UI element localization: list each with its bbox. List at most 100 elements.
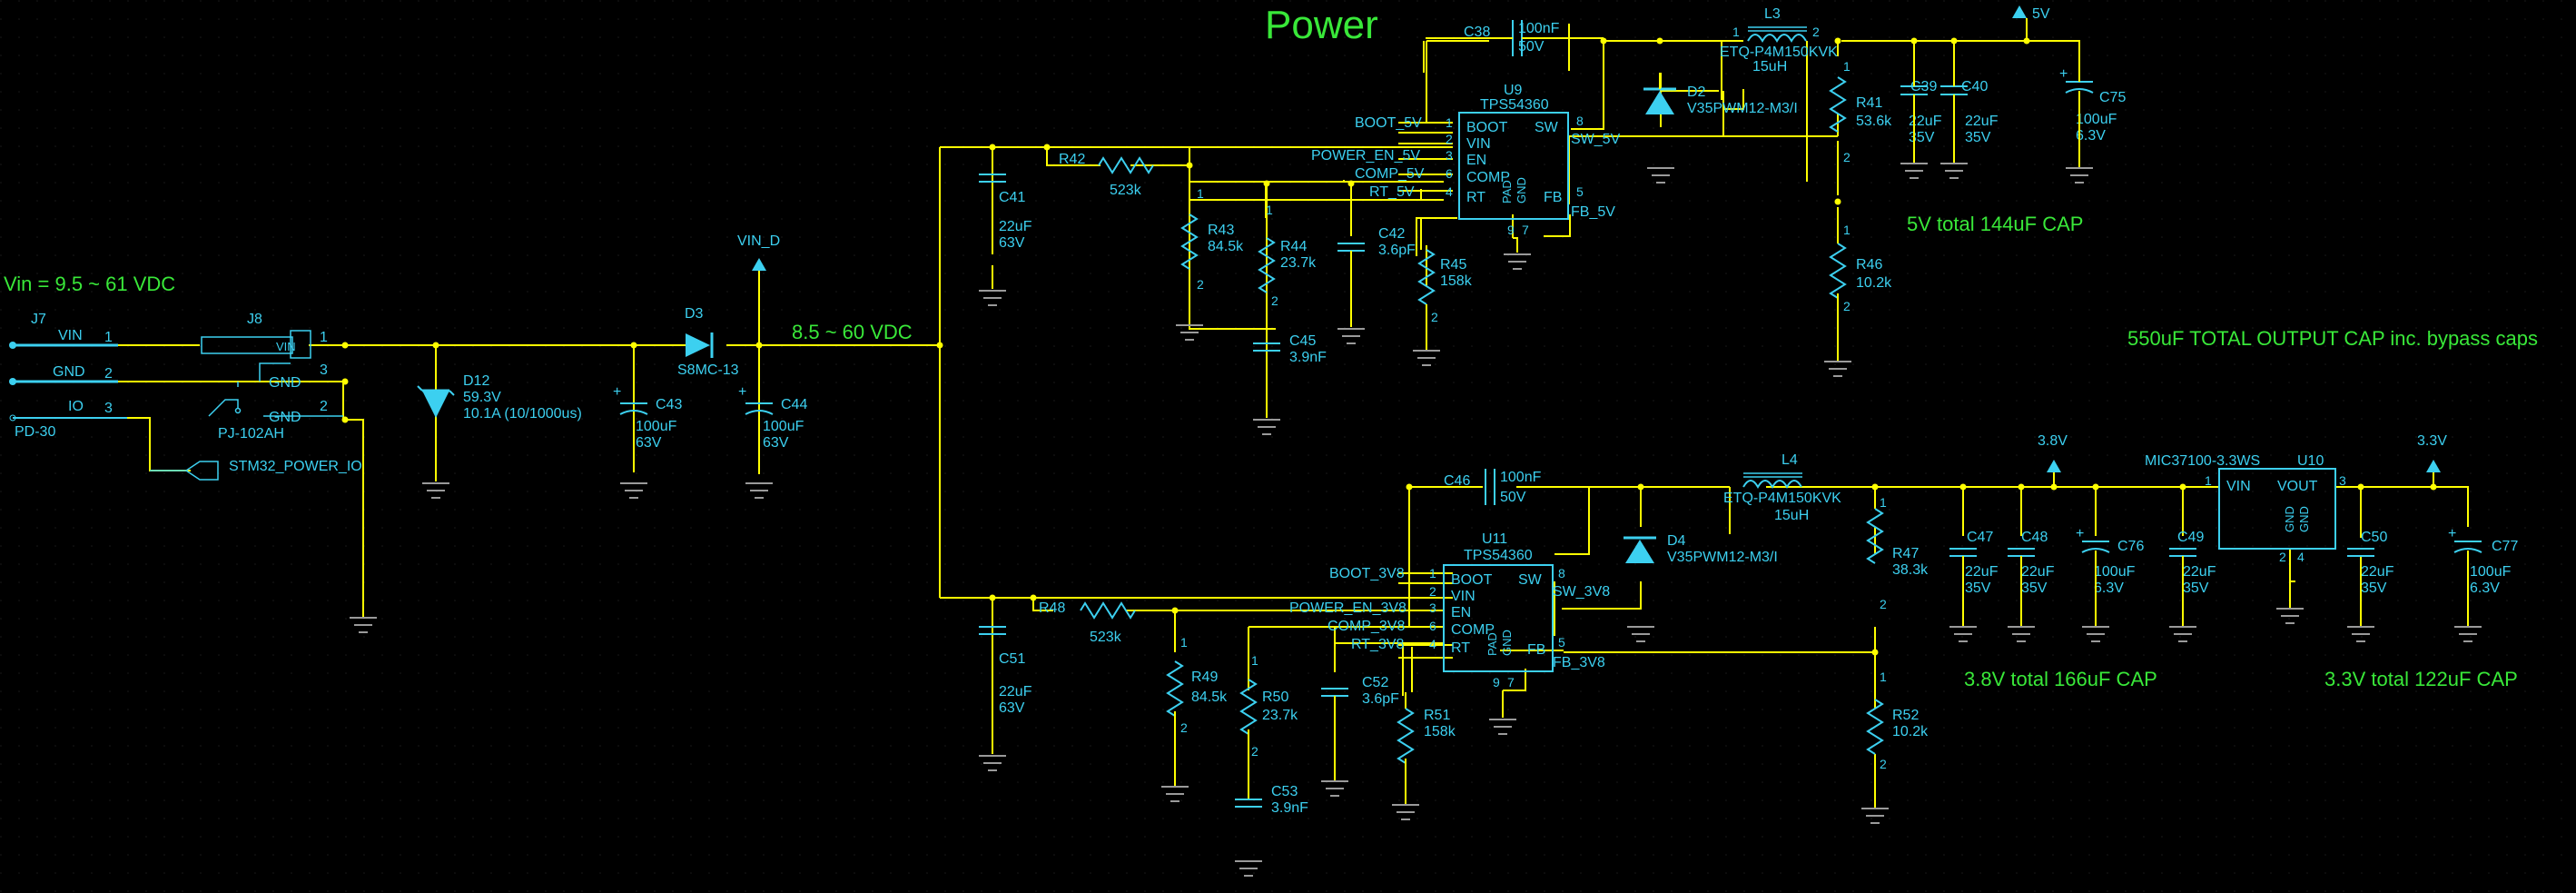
diode-d4[interactable]: D4 V35PWM12-M3/I	[1624, 533, 1778, 565]
vin-d-label: VIN_D	[737, 233, 780, 249]
resistor-r47[interactable]: 1 2 R47 38.3k	[1866, 495, 1929, 611]
capacitor-c48[interactable]: C48 22uF 35V	[2008, 530, 2055, 596]
capacitor-c39[interactable]: C39 22uF 35V	[1900, 79, 1942, 145]
u9-pin-boot: BOOT	[1466, 120, 1508, 135]
svg-text:+: +	[2076, 526, 2084, 541]
inductor-l4[interactable]: L4 ETQ-P4M150KVK 15uH	[1723, 452, 1841, 523]
r47-val: 38.3k	[1892, 562, 1929, 578]
resistor-r48[interactable]: R48 523k	[1039, 600, 1136, 645]
r50-ref: R50	[1262, 690, 1288, 705]
capacitor-c42[interactable]: C42 3.6pF	[1337, 226, 1416, 258]
capacitor-c45[interactable]: C45 3.9nF	[1253, 333, 1327, 365]
c40-val: 22uF	[1965, 114, 1999, 129]
j7-pin-name-2: GND	[53, 364, 85, 380]
u11-num-sw: 8	[1558, 566, 1565, 580]
u9-pin-rt: RT	[1466, 190, 1485, 205]
u9-num-vin: 2	[1446, 132, 1453, 146]
u9-num-pad: 9	[1507, 223, 1515, 237]
capacitor-c46[interactable]: C46 100nF 50V	[1444, 469, 1542, 505]
capacitor-c53[interactable]: C53 3.9nF	[1235, 784, 1308, 816]
c39-volt: 35V	[1909, 130, 1935, 145]
diode-d12[interactable]: D12 59.3V 10.1A (10/1000us)	[417, 373, 582, 481]
u10-pin-vout: VOUT	[2277, 479, 2318, 494]
resistor-r44[interactable]: 1 2 R44 23.7k	[1258, 203, 1317, 308]
diode-d2[interactable]: D2 V35PWM12-M3/I	[1643, 73, 1798, 116]
connector-j7[interactable]: J7 VIN 1 GND 2 IO 3 PD-30	[9, 312, 127, 440]
c46-volt: 50V	[1500, 490, 1526, 505]
capacitor-c50[interactable]: C50 22uF 35V	[2347, 530, 2394, 596]
d12-voltage: 59.3V	[463, 390, 501, 405]
l4-part: ETQ-P4M150KVK	[1723, 491, 1841, 506]
diode-d3[interactable]: D3 S8MC-13	[677, 306, 739, 378]
net-3v8: 3.8V	[2038, 433, 2068, 472]
capacitor-c75[interactable]: + C75 100uF 6.3V	[2059, 66, 2126, 144]
resistor-r42[interactable]: R42 523k	[1059, 152, 1154, 198]
u10-num-gnd2: 4	[2297, 550, 2305, 564]
resistor-r50[interactable]: 1 2 R50 23.7k	[1239, 653, 1298, 759]
capacitor-c76[interactable]: + C76 100uF 6.3V	[2076, 526, 2144, 596]
r52-ref: R52	[1892, 708, 1919, 723]
u11-pin-boot: BOOT	[1451, 572, 1493, 588]
capacitor-c38[interactable]: C38 100nF 50V	[1426, 20, 1604, 56]
resistor-r52[interactable]: 1 2 R52 10.2k	[1866, 670, 1929, 771]
c76-ref: C76	[2117, 539, 2144, 554]
c38-volt: 50V	[1518, 39, 1545, 55]
svg-text:+: +	[2059, 66, 2068, 82]
j8-pin-num-2: 3	[320, 362, 328, 378]
d4-ref: D4	[1667, 533, 1686, 549]
ic-u10[interactable]: MIC37100-3.3WS U10 VIN VOUT GND GND 1 3 …	[2145, 453, 2346, 564]
resistor-r46[interactable]: 1 2 R46 10.2k	[1829, 223, 1892, 313]
capacitor-c41[interactable]: C41 22uF 63V	[979, 174, 1032, 251]
j8-ref: J8	[247, 312, 262, 327]
l3-ref: L3	[1764, 6, 1781, 22]
r42-val: 523k	[1110, 183, 1142, 198]
resistor-r41[interactable]: 1 2 R41 53.6k	[1829, 59, 1892, 164]
resistor-r49[interactable]: 1 2 R49 84.5k	[1166, 635, 1228, 735]
resistor-r43[interactable]: 1 2 R43 84.5k	[1180, 186, 1244, 292]
vin-range-note: Vin = 9.5 ~ 61 VDC	[4, 273, 175, 295]
u11-pin-sw: SW	[1518, 572, 1543, 588]
capacitor-c44[interactable]: + C44 100uF 63V	[738, 384, 807, 451]
j7-ref: J7	[31, 312, 46, 327]
r41-pin-2: 2	[1843, 150, 1851, 164]
u9-num-rt: 4	[1446, 184, 1453, 199]
c77-val: 100uF	[2470, 564, 2512, 580]
inductor-l3[interactable]: L3 1 2 ETQ-P4M150KVK 15uH	[1720, 6, 1838, 74]
ic-u9[interactable]: U9 TPS54360 BOOT VIN EN COMP RT SW FB PA…	[1446, 83, 1584, 237]
net-comp-5v: COMP_5V	[1355, 166, 1425, 182]
r46-pin-2: 2	[1843, 299, 1851, 313]
r44-pin-1: 1	[1266, 203, 1273, 217]
connector-j8[interactable]: J8 VIN 1 GND 3 GND 2 PJ-102AH	[201, 312, 343, 442]
capacitor-c43[interactable]: + C43 100uF 63V	[613, 384, 682, 451]
c75-volt: 6.3V	[2076, 128, 2106, 144]
capacitor-c77[interactable]: + C77 100uF 6.3V	[2448, 526, 2518, 596]
u11-num-pad: 9	[1493, 675, 1500, 690]
j7-part: PD-30	[15, 424, 55, 440]
stm32-power-io-label: STM32_POWER_IO	[229, 459, 362, 474]
u9-pin-vin: VIN	[1466, 136, 1491, 152]
c44-val: 100uF	[763, 419, 804, 434]
r43-pin-1: 1	[1197, 186, 1204, 201]
c38-ref: C38	[1464, 25, 1490, 40]
capacitor-c47[interactable]: C47 22uF 35V	[1949, 530, 1999, 596]
l4-val: 15uH	[1774, 508, 1809, 523]
c76-volt: 6.3V	[2094, 580, 2124, 596]
r49-pin-2: 2	[1180, 720, 1188, 735]
ic-u11[interactable]: U11 TPS54360 BOOT VIN EN COMP RT SW FB P…	[1429, 531, 1565, 690]
c47-ref: C47	[1967, 530, 1993, 545]
c43-val: 100uF	[636, 419, 677, 434]
resistor-r45[interactable]: R45 158k 2	[1417, 249, 1473, 324]
capacitor-c49[interactable]: C49 22uF 35V	[2169, 530, 2216, 596]
r41-val: 53.6k	[1856, 114, 1892, 129]
r46-pin-1: 1	[1843, 223, 1851, 237]
j8-part: PJ-102AH	[218, 426, 284, 442]
r50-pin-2: 2	[1251, 744, 1258, 759]
capacitor-c40[interactable]: C40 22uF 35V	[1940, 79, 1999, 145]
resistor-r51[interactable]: R51 158k	[1397, 708, 1456, 764]
r46-val: 10.2k	[1856, 275, 1892, 291]
r44-ref: R44	[1280, 239, 1307, 254]
capacitor-c51[interactable]: C51 22uF 63V	[979, 626, 1032, 716]
capacitor-c52[interactable]: C52 3.6pF	[1321, 675, 1399, 707]
u11-num-vin: 2	[1429, 584, 1436, 599]
r49-pin-1: 1	[1180, 635, 1188, 650]
